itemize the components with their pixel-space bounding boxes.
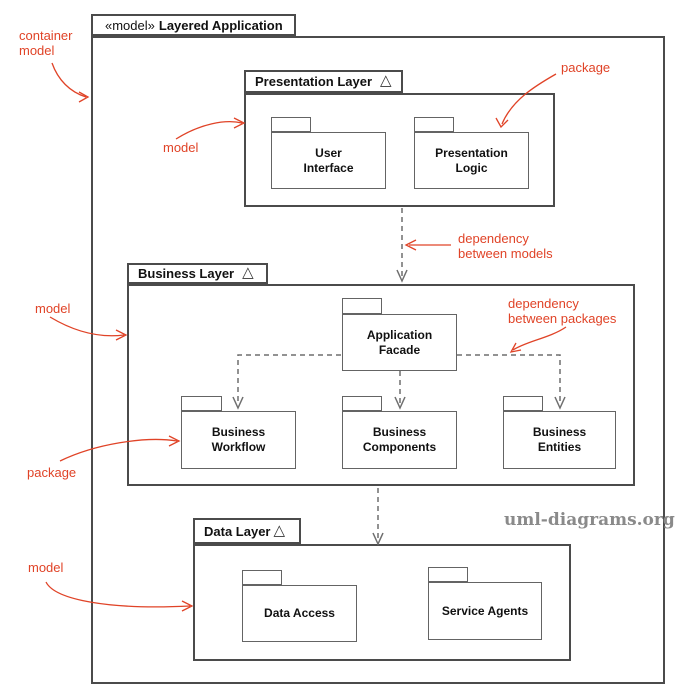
package-user-interface-tab xyxy=(271,117,311,132)
annotation-dependency-models: dependency between models xyxy=(458,231,553,261)
package-business-workflow: Business Workflow xyxy=(181,411,296,469)
package-user-interface-label: User Interface xyxy=(303,145,354,175)
annotation-model-presentation: model xyxy=(163,140,199,155)
package-service-agents: Service Agents xyxy=(428,582,542,640)
package-business-entities: Business Entities xyxy=(503,411,616,469)
package-service-agents-label: Service Agents xyxy=(441,603,529,618)
annotation-package-presentation: package xyxy=(561,60,611,75)
package-business-components: Business Components xyxy=(342,411,457,469)
package-presentation-logic-label: Presentation Logic xyxy=(435,145,508,175)
outer-model-title: Layered Application xyxy=(158,17,283,33)
package-presentation-logic-tab xyxy=(414,117,454,132)
annotation-dependency-packages: dependency between packages xyxy=(508,296,617,326)
business-layer-tab: Business Layer △ xyxy=(127,263,268,284)
package-application-facade-tab xyxy=(342,298,382,314)
package-data-access-label: Data Access xyxy=(264,606,335,620)
package-user-interface: User Interface xyxy=(271,132,386,189)
data-layer-title: Data Layer xyxy=(204,523,271,539)
package-application-facade-label: Application Facade xyxy=(366,327,433,357)
annotation-model-business: model xyxy=(35,301,71,316)
package-business-entities-tab xyxy=(503,396,543,411)
package-data-access: Data Access xyxy=(242,585,357,642)
model-triangle-icon: △ xyxy=(380,72,392,89)
annotation-arrow-container-model xyxy=(51,62,87,98)
package-business-workflow-tab xyxy=(181,396,222,411)
presentation-layer-title: Presentation Layer xyxy=(255,74,373,89)
outer-model-tab: «model» Layered Application xyxy=(91,14,296,36)
watermark: uml-diagrams.org xyxy=(504,510,675,530)
annotation-model-data: model xyxy=(28,560,64,575)
package-presentation-logic: Presentation Logic xyxy=(414,132,529,189)
annotation-arrowhead-container-model xyxy=(78,91,90,103)
package-data-access-tab xyxy=(242,570,282,585)
model-triangle-icon: △ xyxy=(273,521,286,539)
package-application-facade: Application Facade xyxy=(342,314,457,371)
data-layer-tab: Data Layer △ xyxy=(193,518,301,544)
package-business-components-tab xyxy=(342,396,382,411)
annotation-container-model: container model xyxy=(19,28,73,58)
model-triangle-icon: △ xyxy=(242,264,254,281)
package-business-entities-label: Business Entities xyxy=(532,425,587,454)
outer-model-stereotype: «model» xyxy=(105,17,155,33)
business-layer-title: Business Layer xyxy=(138,266,235,281)
package-service-agents-tab xyxy=(428,567,468,582)
package-business-components-label: Business Components xyxy=(362,425,437,454)
package-business-workflow-label: Business Workflow xyxy=(211,425,266,454)
presentation-layer-tab: Presentation Layer △ xyxy=(244,70,403,93)
annotation-package-business: package xyxy=(27,465,77,480)
